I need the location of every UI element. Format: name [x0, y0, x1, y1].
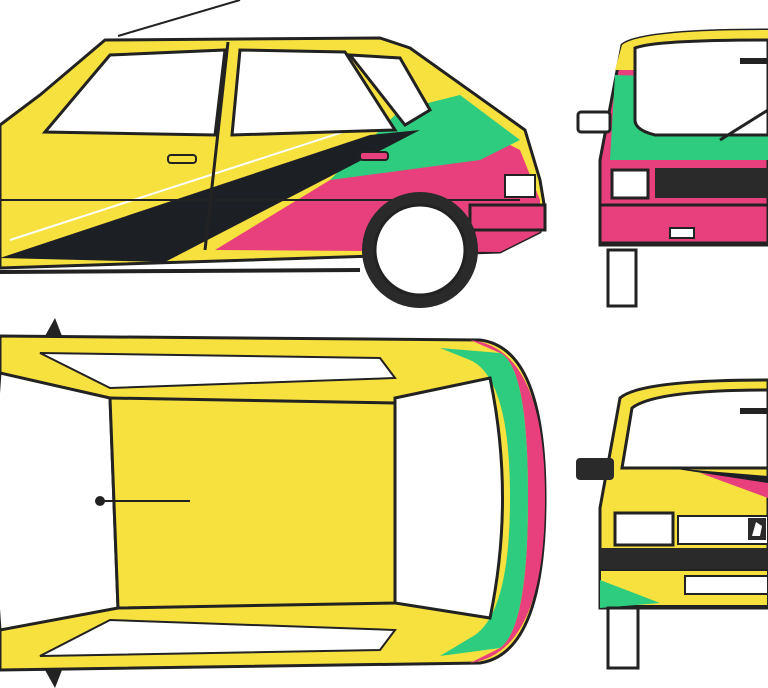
top-mirror-left	[45, 318, 62, 336]
side-white-pinstripe	[9, 119, 381, 241]
front-left-tyre	[606, 606, 640, 670]
lion-emblem-icon	[748, 518, 766, 540]
side-quarter-window	[346, 53, 433, 127]
rear-badge: PEUGEOT	[660, 172, 701, 179]
rear-panel	[655, 168, 768, 198]
front-view	[560, 318, 768, 688]
front-view-drawing	[576, 378, 768, 670]
side-front-window	[41, 48, 227, 137]
side-rear-lamp	[504, 174, 536, 198]
side-view	[0, 0, 560, 320]
rear-wiper	[740, 58, 768, 64]
side-door-handle-front	[167, 154, 197, 164]
front-mirror	[576, 458, 614, 480]
antenna	[117, 0, 241, 37]
rear-mirror	[576, 110, 612, 134]
top-view	[0, 318, 560, 688]
top-windshield	[0, 371, 120, 632]
side-door-handle-rear	[359, 151, 389, 161]
front-bonnet-stripe-black	[670, 468, 768, 483]
front-left-lamp	[613, 511, 675, 547]
rear-wiper-arm	[719, 108, 768, 142]
rear-view: PEUGEOT	[560, 0, 768, 320]
front-lower-grille	[684, 575, 768, 595]
top-view-drawing	[0, 318, 547, 688]
side-view-drawing	[0, 0, 547, 308]
top-mirror-right	[45, 670, 62, 688]
side-rear-bumper	[468, 203, 547, 232]
rear-left-lamp	[610, 168, 650, 200]
front-bumper	[600, 548, 768, 570]
top-side-glass-right	[39, 618, 397, 657]
top-rear-window	[393, 376, 504, 620]
side-rear-window	[230, 48, 398, 137]
front-windshield	[620, 388, 768, 470]
side-rear-rim	[373, 203, 467, 297]
top-rear-pink	[470, 340, 545, 663]
side-sill	[0, 268, 361, 274]
top-antenna-base	[95, 496, 105, 506]
top-side-glass-left	[39, 352, 397, 390]
front-green-skirt	[600, 580, 660, 608]
top-roof	[108, 396, 397, 610]
rear-plate-lamp	[669, 227, 695, 239]
side-door-line-a	[203, 41, 230, 251]
rear-left-tyre	[606, 248, 638, 308]
rear-view-drawing: PEUGEOT	[576, 28, 768, 308]
top-rear-green	[440, 348, 528, 656]
front-wiper	[740, 408, 768, 414]
